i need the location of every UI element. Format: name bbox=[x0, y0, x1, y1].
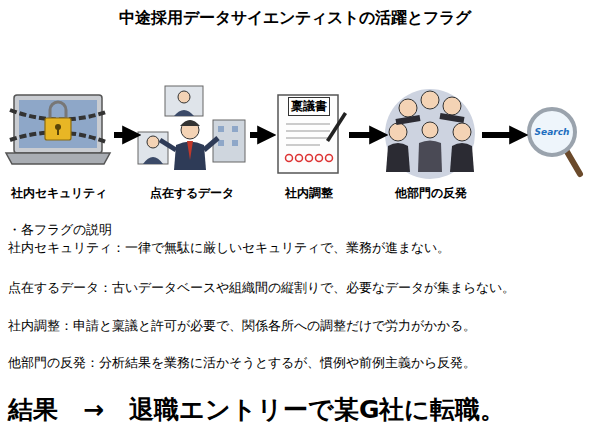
laptop-illustration bbox=[6, 95, 110, 164]
illustration-text: 稟議書 bbox=[288, 97, 330, 116]
flag-stage: 社内セキュリティ bbox=[5, 85, 112, 202]
flag-stage: Search bbox=[522, 100, 585, 180]
stage-caption: 社内セキュリティ bbox=[10, 185, 108, 202]
flag-stage: 稟議書社内調整 bbox=[270, 85, 347, 202]
stage-caption: 点在するデータ bbox=[149, 185, 235, 202]
stage-caption: 他部門の反発 bbox=[394, 185, 468, 202]
illustration-text: Search bbox=[535, 127, 570, 137]
result-text: 結果 → 退職エントリーで某G社に転職。 bbox=[8, 393, 505, 426]
opposition-group-illustration bbox=[385, 89, 475, 179]
flag-note: 点在するデータ：古いデータベースや組織間の縦割りで、必要なデータが集まらない。 bbox=[8, 280, 515, 297]
diagram-title: 中途採用データサイエンティストの活躍とフラグ bbox=[0, 8, 590, 29]
flag-note: 社内セキュリティ：一律で無駄に厳しいセキュリティで、業務が進まない。 bbox=[8, 240, 450, 257]
flag-note: 社内調整：申請と稟議と許可が必要で、関係各所への調整だけで労力がかかる。 bbox=[8, 318, 476, 335]
magnifier-illustration bbox=[529, 109, 580, 174]
flag-stage: 他部門の反発 bbox=[382, 85, 480, 202]
flag-note: ・各フラグの説明 bbox=[8, 222, 112, 239]
flag-stage: 点在するデータ bbox=[135, 85, 248, 202]
flow-arrow bbox=[482, 132, 513, 138]
flow-arrow bbox=[114, 132, 126, 138]
scattered-data-illustration bbox=[138, 86, 245, 170]
approval-document-illustration bbox=[278, 95, 347, 173]
flow-arrow bbox=[349, 132, 373, 138]
flag-note: 他部門の反発：分析結果を業務に活かそうとするが、慣例や前例主義から反発。 bbox=[8, 355, 476, 372]
flow-arrow bbox=[250, 132, 261, 138]
stage-caption: 社内調整 bbox=[284, 185, 334, 202]
